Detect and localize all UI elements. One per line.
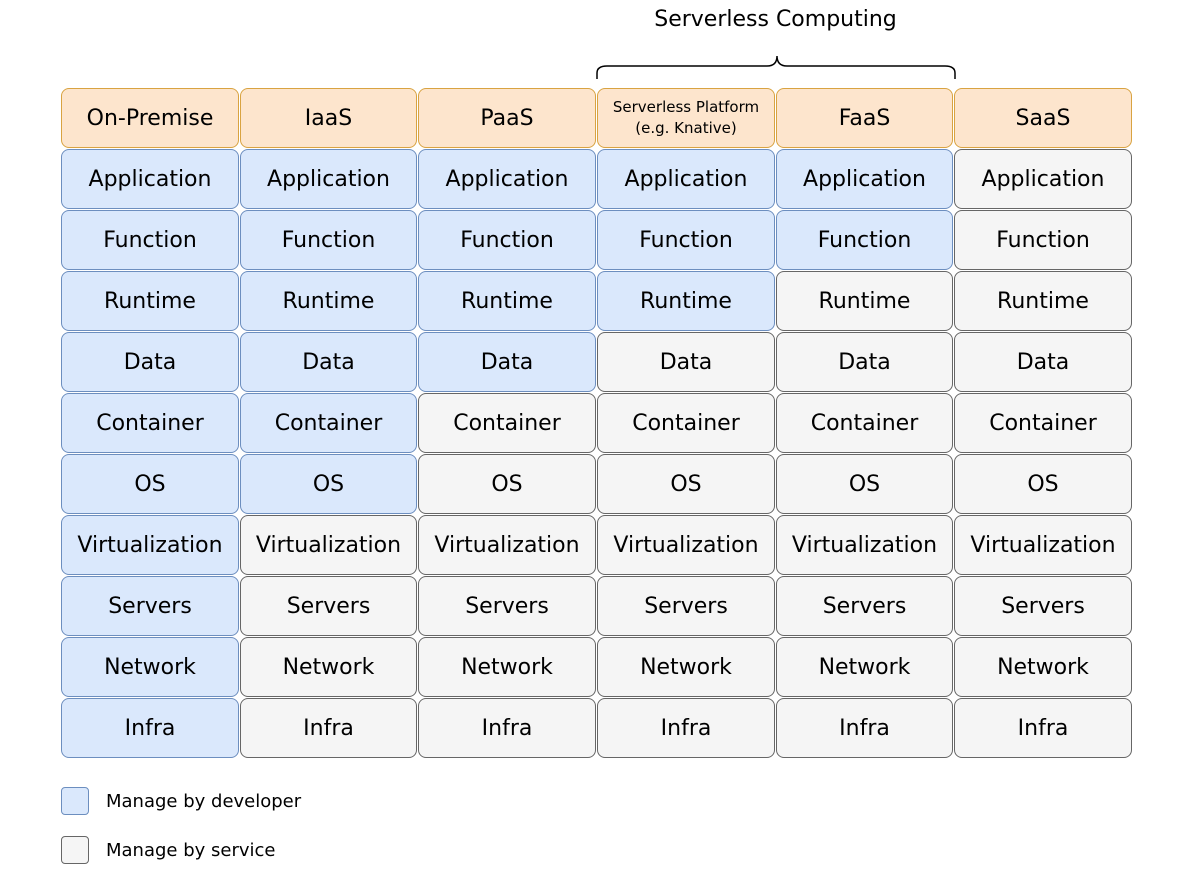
layer-cell-function: Function [418, 210, 596, 270]
layer-cell-application: Application [954, 149, 1132, 209]
layer-cell-network: Network [954, 637, 1132, 697]
layer-cell-servers: Servers [418, 576, 596, 636]
layer-cell-data: Data [418, 332, 596, 392]
layer-cell-virtualization: Virtualization [61, 515, 239, 575]
column-header-text: PaaS [480, 105, 534, 131]
layer-cell-network: Network [240, 637, 417, 697]
layer-cell-application: Application [418, 149, 596, 209]
layer-cell-os: OS [61, 454, 239, 514]
layer-cell-infra: Infra [240, 698, 417, 758]
layer-cell-data: Data [597, 332, 775, 392]
column-header-text: SaaS [1015, 105, 1071, 131]
layer-cell-network: Network [776, 637, 953, 697]
layer-cell-container: Container [61, 393, 239, 453]
layer-cell-container: Container [418, 393, 596, 453]
column-header: IaaS [240, 88, 417, 148]
serverless-brace [596, 55, 956, 79]
layer-cell-function: Function [240, 210, 417, 270]
layer-cell-container: Container [954, 393, 1132, 453]
layer-cell-container: Container [597, 393, 775, 453]
layer-cell-runtime: Runtime [418, 271, 596, 331]
column-header: Serverless Platform (e.g. Knative) [597, 88, 775, 148]
column-header: On-Premise [61, 88, 239, 148]
column-header: SaaS [954, 88, 1132, 148]
serverless-computing-label: Serverless Computing [654, 7, 897, 32]
layer-cell-function: Function [776, 210, 953, 270]
layer-cell-data: Data [954, 332, 1132, 392]
layer-cell-runtime: Runtime [776, 271, 953, 331]
layer-cell-application: Application [776, 149, 953, 209]
layer-cell-os: OS [240, 454, 417, 514]
layer-cell-virtualization: Virtualization [418, 515, 596, 575]
layer-cell-network: Network [597, 637, 775, 697]
layer-cell-os: OS [776, 454, 953, 514]
layer-cell-virtualization: Virtualization [597, 515, 775, 575]
layer-cell-infra: Infra [776, 698, 953, 758]
layer-cell-network: Network [418, 637, 596, 697]
layer-cell-runtime: Runtime [240, 271, 417, 331]
layer-cell-network: Network [61, 637, 239, 697]
column-header-text: FaaS [838, 105, 891, 131]
legend-service-label: Manage by service [106, 840, 276, 861]
legend-developer-label: Manage by developer [106, 791, 302, 812]
layer-cell-runtime: Runtime [954, 271, 1132, 331]
layer-cell-servers: Servers [597, 576, 775, 636]
layer-cell-virtualization: Virtualization [954, 515, 1132, 575]
layer-cell-infra: Infra [597, 698, 775, 758]
layer-cell-servers: Servers [61, 576, 239, 636]
layer-cell-infra: Infra [61, 698, 239, 758]
layer-cell-servers: Servers [954, 576, 1132, 636]
layer-cell-infra: Infra [954, 698, 1132, 758]
layer-cell-application: Application [61, 149, 239, 209]
column-header: FaaS [776, 88, 953, 148]
column-header-text: (e.g. Knative) [635, 119, 737, 137]
layer-cell-data: Data [776, 332, 953, 392]
layer-cell-function: Function [954, 210, 1132, 270]
legend-developer-swatch [61, 787, 89, 815]
legend-service-swatch [61, 836, 89, 864]
column-header-text: IaaS [304, 105, 353, 131]
layer-cell-servers: Servers [240, 576, 417, 636]
layer-cell-function: Function [61, 210, 239, 270]
layer-cell-container: Container [776, 393, 953, 453]
layer-cell-infra: Infra [418, 698, 596, 758]
layer-cell-container: Container [240, 393, 417, 453]
column-header-text: Serverless Platform [612, 98, 760, 116]
layer-cell-runtime: Runtime [61, 271, 239, 331]
layer-cell-servers: Servers [776, 576, 953, 636]
layer-cell-application: Application [597, 149, 775, 209]
layer-cell-os: OS [597, 454, 775, 514]
layer-cell-os: OS [954, 454, 1132, 514]
layer-cell-application: Application [240, 149, 417, 209]
layer-cell-data: Data [61, 332, 239, 392]
layer-cell-virtualization: Virtualization [776, 515, 953, 575]
layer-cell-data: Data [240, 332, 417, 392]
layer-cell-runtime: Runtime [597, 271, 775, 331]
layer-cell-os: OS [418, 454, 596, 514]
layer-cell-function: Function [597, 210, 775, 270]
layer-cell-virtualization: Virtualization [240, 515, 417, 575]
column-header-text: On-Premise [86, 105, 214, 131]
column-header: PaaS [418, 88, 596, 148]
